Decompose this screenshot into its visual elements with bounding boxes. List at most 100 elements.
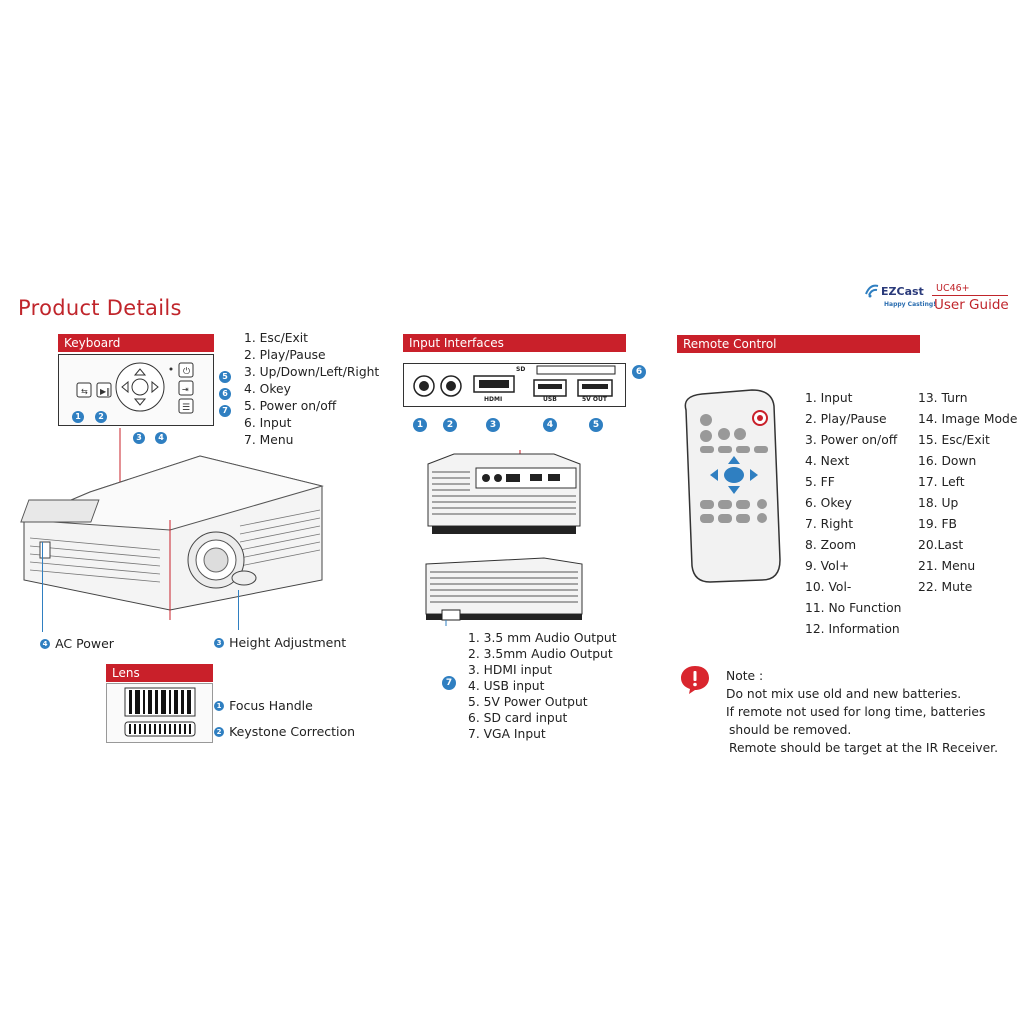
port-callout-2: 2	[443, 418, 457, 432]
remote-item: 6. Okey	[805, 496, 852, 510]
remote-item: 20.Last	[918, 538, 964, 552]
keyboard-item: 3. Up/Down/Left/Right	[244, 365, 380, 379]
keyboard-callout-7: 7	[219, 400, 231, 419]
keyboard-item: 4. Okey	[244, 382, 291, 396]
focus-handle-label: Focus Handle	[229, 698, 313, 713]
keyboard-diagram: ⇆ ▶‖ ⏻ ⇥ ☰	[76, 362, 194, 414]
sd-slot-label: SD	[516, 366, 526, 373]
remote-item: 18. Up	[918, 496, 959, 510]
remote-item: 13. Turn	[918, 391, 968, 405]
remote-list-col1: 1. Input 2. Play/Pause 3. Power on/off 4…	[805, 388, 901, 640]
focus-handle-number: 1	[214, 700, 224, 711]
remote-item: 16. Down	[918, 454, 977, 468]
ports-diagram	[413, 365, 616, 397]
ac-power-number: 4	[40, 638, 50, 649]
interface-item: 2. 3.5mm Audio Output	[468, 647, 613, 661]
keyboard-callout-1: 1	[72, 406, 84, 425]
page-title: Product Details	[18, 296, 182, 320]
rear-view-drawing	[427, 410, 581, 534]
svg-text:▶‖: ▶‖	[100, 387, 110, 396]
keyboard-callout-4: 4	[155, 427, 167, 446]
port-callout-6: 6	[632, 365, 646, 379]
projector-drawing	[20, 428, 324, 660]
note-heading: Note :	[726, 669, 764, 683]
ports-panel	[403, 363, 626, 407]
lens-panel	[106, 683, 213, 743]
keyboard-item: 7. Menu	[244, 433, 294, 447]
port-callout-3: 3	[486, 418, 500, 432]
interface-item: 4. USB input	[468, 679, 545, 693]
remote-item: 17. Left	[918, 475, 965, 489]
remote-item: 1. Input	[805, 391, 853, 405]
keyboard-callout-6: 6	[219, 383, 231, 402]
note-line: Do not mix use old and new batteries.	[726, 687, 962, 701]
interface-item: 3. HDMI input	[468, 663, 553, 677]
input-interfaces-bar: Input Interfaces	[403, 334, 626, 352]
remote-item: 14. Image Mode	[918, 412, 1018, 426]
keystone-label: Keystone Correction	[229, 724, 356, 739]
remote-item: 2. Play/Pause	[805, 412, 887, 426]
brand-name: EZCast	[881, 285, 924, 298]
keyboard-item: 5. Power on/off	[244, 399, 337, 413]
svg-text:⏻: ⏻	[183, 366, 190, 377]
interface-item: 7. VGA Input	[468, 727, 546, 741]
height-adjustment-label: Height Adjustment	[229, 635, 347, 650]
input-interfaces-list: 1. 3.5 mm Audio Output 2. 3.5mm Audio Ou…	[468, 630, 617, 742]
height-adjustment-number: 3	[214, 637, 224, 648]
height-adjustment-label-row: 3 Height Adjustment	[214, 632, 346, 651]
note-line: should be removed.	[729, 723, 852, 737]
focus-handle-row: 1 Focus Handle	[214, 695, 313, 714]
interface-item: 1. 3.5 mm Audio Output	[468, 631, 617, 645]
keyboard-list: 1. Esc/Exit 2. Play/Pause 3. Up/Down/Lef…	[244, 330, 379, 449]
remote-control-bar: Remote Control	[677, 335, 920, 353]
keyboard-panel: ⇆ ▶‖ ⏻ ⇥ ☰	[58, 354, 214, 426]
user-guide-label: User Guide	[934, 297, 1009, 313]
remote-item: 11. No Function	[805, 601, 902, 615]
model-number: UC46+	[936, 283, 970, 294]
remote-item: 9. Vol+	[805, 559, 850, 573]
remote-item: 4. Next	[805, 454, 850, 468]
height-leader	[238, 590, 239, 630]
keyboard-callout-5: 5	[219, 366, 231, 385]
ac-power-leader	[42, 542, 43, 632]
speech-bubble-icon	[681, 666, 709, 694]
lens-diagram	[124, 687, 196, 737]
port-callout-5: 5	[589, 418, 603, 432]
remote-item: 5. FF	[805, 475, 835, 489]
svg-text:☰: ☰	[182, 403, 190, 413]
keyboard-item: 1. Esc/Exit	[244, 331, 309, 345]
header-rule	[932, 295, 1008, 296]
port-callout-7: 7	[442, 676, 456, 690]
brand-logo	[864, 282, 882, 302]
hdmi-port-label: HDMI	[484, 396, 503, 403]
keyboard-item: 6. Input	[244, 416, 292, 430]
keyboard-item: 2. Play/Pause	[244, 348, 326, 362]
ac-power-label: AC Power	[55, 636, 114, 651]
ezcast-logo-icon	[865, 284, 879, 298]
brand-tagline: Happy Casting!	[884, 301, 936, 308]
remote-illustration	[672, 380, 796, 594]
remote-item: 19. FB	[918, 517, 957, 531]
svg-text:⇥: ⇥	[182, 385, 189, 394]
lens-bar: Lens	[106, 664, 213, 682]
ac-power-label-row: 4 AC Power	[40, 633, 114, 652]
projector-rear-view	[424, 410, 584, 544]
note-icon	[679, 664, 711, 700]
projector-illustration	[20, 420, 330, 660]
remote-list-col2: 13. Turn 14. Image Mode 15. Esc/Exit 16.…	[918, 388, 1017, 598]
keystone-row: 2 Keystone Correction	[214, 721, 355, 740]
keyboard-callout-2: 2	[95, 406, 107, 425]
remote-item: 3. Power on/off	[805, 433, 898, 447]
note-line: If remote not used for long time, batter…	[726, 705, 986, 719]
port-callout-1: 1	[413, 418, 427, 432]
remote-item: 15. Esc/Exit	[918, 433, 990, 447]
remote-item: 7. Right	[805, 517, 854, 531]
5v-out-port-label: 5V OUT	[582, 396, 607, 403]
remote-item: 21. Menu	[918, 559, 976, 573]
interface-item: 5. 5V Power Output	[468, 695, 588, 709]
remote-item: 22. Mute	[918, 580, 973, 594]
projector-side-view	[424, 556, 584, 686]
remote-item: 8. Zoom	[805, 538, 857, 552]
side-view-drawing	[425, 557, 583, 686]
svg-text:⇆: ⇆	[81, 387, 88, 396]
